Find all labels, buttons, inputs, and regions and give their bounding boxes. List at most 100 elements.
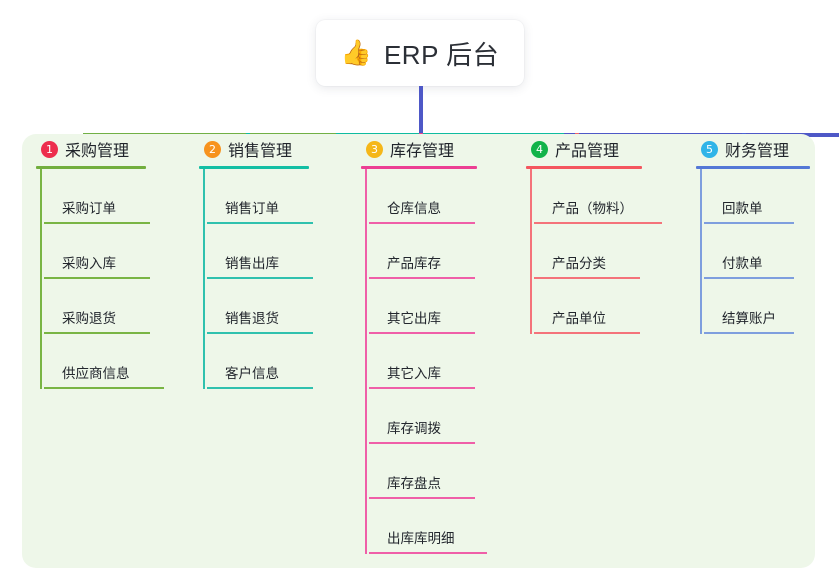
list-item-rule (704, 222, 794, 224)
list-item-label: 销售出库 (225, 256, 279, 272)
list-item-rule (369, 222, 475, 224)
list-item-rule (207, 387, 313, 389)
list-item-label: 产品分类 (552, 256, 606, 272)
list-item[interactable]: 回款单 (700, 169, 826, 224)
list-item[interactable]: 产品分类 (530, 224, 694, 279)
branch-column-finance: 5 财务管理 回款单 付款单 结算账户 (696, 134, 826, 334)
list-item[interactable]: 其它入库 (365, 334, 526, 389)
branch-header-rule-2 (199, 166, 309, 169)
list-item-rule (369, 277, 475, 279)
list-item-rule (44, 222, 150, 224)
list-item-rule (44, 332, 150, 334)
root-stem-connector (419, 86, 423, 134)
branch-items-product: 产品（物料） 产品分类 产品单位 (526, 169, 694, 334)
list-item[interactable]: 销售订单 (203, 169, 359, 224)
list-item[interactable]: 销售出库 (203, 224, 359, 279)
list-item[interactable]: 采购退货 (40, 279, 196, 334)
branch-badge-2: 2 (204, 140, 221, 158)
branch-items-inventory: 仓库信息 产品库存 其它出库 其它入库 库存调拨 (361, 169, 526, 554)
thumbs-up-icon: 👍 (340, 38, 372, 67)
branch-badge-5: 5 (701, 140, 718, 158)
branch-title-sales: 销售管理 (228, 143, 293, 160)
branch-column-sales: 2 销售管理 销售订单 销售出库 销售退货 客户信息 (199, 134, 359, 389)
list-item-label: 结算账户 (722, 311, 776, 327)
list-item-rule (207, 222, 313, 224)
list-item-label: 仓库信息 (387, 201, 441, 217)
list-item[interactable]: 付款单 (700, 224, 826, 279)
list-item[interactable]: 仓库信息 (365, 169, 526, 224)
branch-items-finance: 回款单 付款单 结算账户 (696, 169, 826, 334)
root-node-card[interactable]: 👍 ERP 后台 (316, 20, 524, 86)
list-item-label: 其它入库 (387, 366, 441, 382)
branch-spine-3 (365, 169, 367, 554)
list-item-label: 采购入库 (62, 256, 116, 272)
list-item[interactable]: 产品单位 (530, 279, 694, 334)
list-item-rule (369, 442, 475, 444)
branch-column-inventory: 3 库存管理 仓库信息 产品库存 其它出库 其它入库 (361, 134, 526, 554)
branch-header-rule-1 (36, 166, 146, 169)
branch-spine-4 (530, 169, 532, 334)
list-item-label: 采购退货 (62, 311, 116, 327)
list-item-label: 客户信息 (225, 366, 279, 382)
branch-items-sales: 销售订单 销售出库 销售退货 客户信息 (199, 169, 359, 389)
branch-title-finance: 财务管理 (725, 143, 790, 160)
list-item[interactable]: 销售退货 (203, 279, 359, 334)
list-item[interactable]: 出库库明细 (365, 499, 526, 554)
list-item-rule (44, 387, 164, 389)
list-item-rule (534, 277, 640, 279)
list-item-label: 销售退货 (225, 311, 279, 327)
list-item-label: 库存盘点 (387, 476, 441, 492)
list-item-label: 销售订单 (225, 201, 279, 217)
list-item[interactable]: 产品（物料） (530, 169, 694, 224)
list-item[interactable]: 采购入库 (40, 224, 196, 279)
list-item-rule (369, 497, 475, 499)
branch-badge-1: 1 (41, 140, 58, 158)
branch-column-product: 4 产品管理 产品（物料） 产品分类 产品单位 (526, 134, 694, 334)
branch-header-rule-3 (361, 166, 477, 169)
list-item-rule (369, 387, 475, 389)
list-item-rule (369, 552, 487, 554)
branch-column-purchasing: 1 采购管理 采购订单 采购入库 采购退货 供应商信 (36, 134, 196, 389)
list-item-rule (207, 332, 313, 334)
branch-header-rule-5 (696, 166, 810, 169)
list-item-label: 供应商信息 (62, 366, 130, 382)
list-item[interactable]: 其它出库 (365, 279, 526, 334)
list-item-label: 其它出库 (387, 311, 441, 327)
list-item-label: 产品（物料） (552, 201, 633, 217)
root-node-title: ERP 后台 (383, 39, 500, 70)
list-item-rule (207, 277, 313, 279)
branch-columns: 1 采购管理 采购订单 采购入库 采购退货 供应商信 (0, 134, 839, 568)
branch-spine-1 (40, 169, 42, 389)
branch-header-inventory[interactable]: 3 库存管理 (361, 134, 526, 164)
branches-panel (22, 134, 815, 568)
list-item-label: 产品单位 (552, 311, 606, 327)
branch-spine-2 (203, 169, 205, 389)
list-item-rule (534, 222, 662, 224)
list-item-rule (44, 277, 150, 279)
branch-header-sales[interactable]: 2 销售管理 (199, 134, 359, 164)
list-item-label: 产品库存 (387, 256, 441, 272)
list-item-label: 回款单 (722, 201, 763, 217)
list-item-label: 付款单 (722, 256, 763, 272)
branch-badge-3: 3 (366, 140, 383, 158)
list-item[interactable]: 客户信息 (203, 334, 359, 389)
list-item[interactable]: 结算账户 (700, 279, 826, 334)
branch-header-rule-4 (526, 166, 642, 169)
branch-header-product[interactable]: 4 产品管理 (526, 134, 694, 164)
list-item[interactable]: 产品库存 (365, 224, 526, 279)
branch-header-finance[interactable]: 5 财务管理 (696, 134, 826, 164)
branch-title-purchasing: 采购管理 (65, 143, 130, 160)
branch-header-purchasing[interactable]: 1 采购管理 (36, 134, 196, 164)
list-item[interactable]: 供应商信息 (40, 334, 196, 389)
list-item-rule (704, 332, 794, 334)
list-item-label: 库存调拨 (387, 421, 441, 437)
branch-items-purchasing: 采购订单 采购入库 采购退货 供应商信息 (36, 169, 196, 389)
list-item-rule (704, 277, 794, 279)
list-item[interactable]: 采购订单 (40, 169, 196, 224)
branch-spine-5 (700, 169, 702, 334)
branch-title-product: 产品管理 (555, 143, 620, 160)
list-item[interactable]: 库存盘点 (365, 444, 526, 499)
list-item-label: 采购订单 (62, 201, 116, 217)
list-item[interactable]: 库存调拨 (365, 389, 526, 444)
list-item-label: 出库库明细 (387, 531, 455, 547)
